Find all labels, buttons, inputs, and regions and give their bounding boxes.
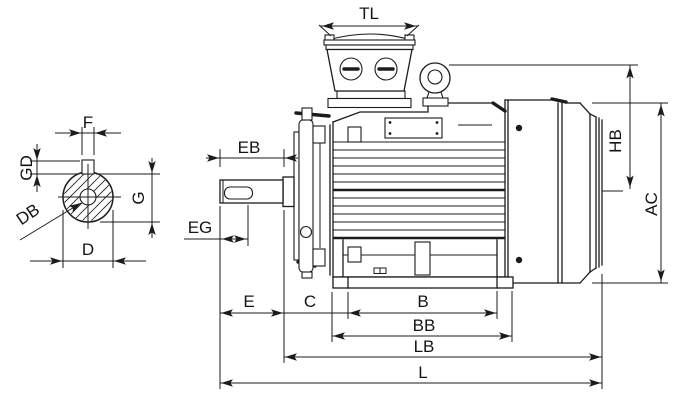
- extension-lines: [219, 206, 603, 389]
- shaft-end-view: F GD DB G: [13, 113, 160, 268]
- dim-label-f: F: [83, 113, 93, 132]
- terminal-box: [323, 33, 416, 109]
- cooling-fins: [333, 124, 505, 240]
- dim-TL: TL: [318, 4, 420, 37]
- motor-side-view: [219, 33, 623, 289]
- dim-label-hb: HB: [606, 129, 625, 153]
- dim-label-lb: LB: [414, 337, 435, 356]
- fan-cover: [557, 102, 623, 284]
- lifting-eyebolt: [419, 62, 451, 107]
- drive-endshield: [293, 107, 362, 279]
- frame-top-edge: [332, 102, 494, 123]
- shaft: [219, 176, 295, 208]
- dim-HB: HB: [449, 64, 638, 189]
- flange-bolt-bottom: [312, 248, 326, 267]
- flange-bolt-top: [312, 125, 326, 144]
- foot-rib: [414, 241, 431, 276]
- screw-top: [515, 124, 523, 132]
- dim-EG: EG: [184, 205, 249, 246]
- side-view-dimensions: TL EB EG: [184, 4, 668, 389]
- shaft-shoulder: [282, 176, 295, 208]
- foot-base-plate: [332, 276, 514, 289]
- dim-label-ac: AC: [642, 192, 661, 216]
- dim-F: F: [55, 113, 121, 155]
- dim-GD: GD: [17, 144, 80, 192]
- dim-DB: DB: [13, 200, 82, 241]
- dim-L: L: [220, 363, 602, 387]
- dim-label-eg: EG: [188, 218, 213, 237]
- dim-label-bb: BB: [413, 316, 436, 335]
- dim-D: D: [30, 210, 146, 268]
- dim-label-l: L: [418, 363, 427, 382]
- dim-E-C-B: E C B: [220, 292, 497, 317]
- dim-label-gd: GD: [17, 155, 36, 181]
- dim-label-e: E: [243, 292, 254, 311]
- dim-label-g: G: [129, 191, 148, 204]
- dim-label-b: B: [417, 292, 428, 311]
- dim-label-tl: TL: [359, 4, 379, 23]
- mounting-feet: [332, 239, 514, 289]
- dim-LB: LB: [284, 337, 602, 361]
- terminal-box-lid-dome: [327, 33, 412, 41]
- dim-label-c: C: [304, 292, 316, 311]
- dim-EB: EB: [206, 138, 298, 167]
- dim-BB: BB: [332, 316, 512, 340]
- dim-label-d: D: [82, 240, 94, 259]
- dim-label-db: DB: [13, 200, 43, 229]
- screw-bottom: [515, 256, 523, 264]
- nameplate: [384, 117, 443, 139]
- dim-AC: AC: [592, 102, 668, 284]
- dim-G: G: [96, 158, 160, 238]
- grease-nipple: [299, 225, 313, 239]
- dim-label-eb: EB: [238, 138, 261, 157]
- shaft-keyway-slot: [223, 186, 254, 200]
